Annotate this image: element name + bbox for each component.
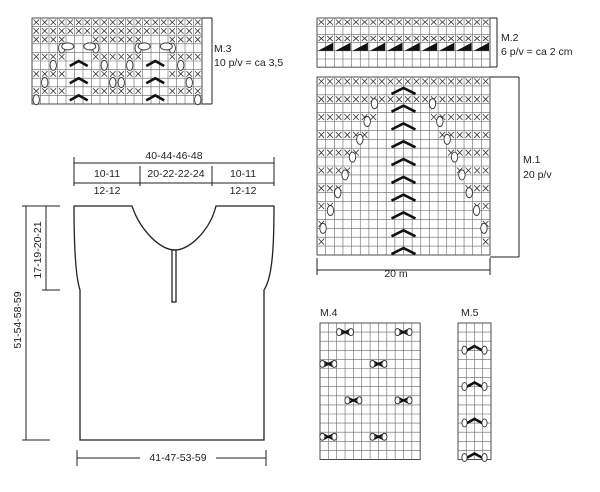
chart-m1-bottom-label: 20 m (384, 268, 408, 280)
shoulder-left-label-2: 12-12 (94, 185, 121, 197)
chart-m2-grid (316, 17, 491, 68)
neck-width-label: 20-22-22-24 (147, 168, 204, 180)
chart-m5-grid (457, 322, 492, 462)
armhole-label: 17-19-20-21 (32, 221, 44, 278)
shoulder-right-label-1: 10-11 (230, 168, 256, 180)
chart-m1: M.1 20 p/v 20 m (316, 76, 552, 280)
chart-m2-note: 6 p/v = ca 2 cm (501, 46, 573, 58)
chart-m2-title: M.2 (501, 32, 519, 44)
chart-m3: M.3 10 p/v = ca 3,5 (31, 17, 283, 106)
chart-m3-grid (31, 17, 203, 106)
chart-m5-title: M.5 (461, 307, 479, 319)
width-top-label: 40-44-46-48 (145, 150, 202, 162)
garment-schematic: 40-44-46-48 10-11 12-12 20-22-22-24 10-1… (12, 150, 275, 466)
chart-m3-note: 10 p/v = ca 3,5 (214, 57, 283, 69)
chart-m2: M.2 6 p/v = ca 2 cm (316, 17, 573, 68)
chart-m3-title: M.3 (214, 43, 232, 55)
width-bottom-label: 41-47-53-59 (149, 452, 206, 464)
garment-outline (73, 205, 275, 441)
chart-m4-grid (319, 322, 421, 460)
shoulder-right-label-2: 12-12 (230, 185, 257, 197)
chart-m1-title: M.1 (523, 154, 541, 166)
chart-m1-note: 20 p/v (523, 169, 552, 181)
length-total-label: 51-54-58-59 (12, 291, 24, 348)
neck-slit (171, 249, 177, 303)
chart-m5: M.5 (457, 307, 492, 462)
chart-m1-grid (316, 76, 491, 256)
shoulder-left-label-1: 10-11 (94, 168, 120, 180)
chart-m4-title: M.4 (320, 307, 338, 319)
chart-m4: M.4 (319, 307, 421, 460)
